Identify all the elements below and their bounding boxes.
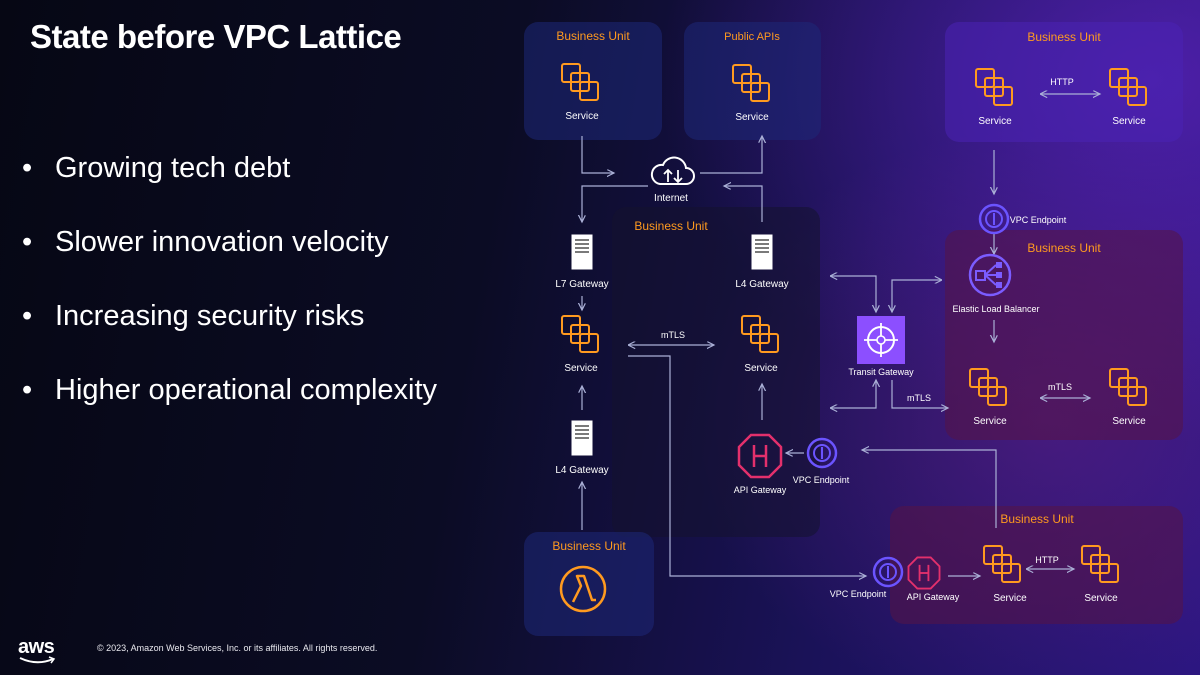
arrow-line (628, 355, 866, 576)
lambda-icon (559, 565, 607, 613)
api-gateway-icon (907, 556, 941, 590)
vpc-endpoint-label: VPC Endpoint (1009, 215, 1067, 225)
service-icon (969, 368, 1007, 406)
business-unit-label: Business Unit (552, 539, 626, 553)
arrow-line (862, 450, 997, 528)
business-unit-panel (612, 207, 820, 537)
aws-smile-icon (19, 656, 56, 664)
elb-label: Elastic Load Balancer (952, 304, 1040, 314)
service-icon (561, 63, 599, 101)
api-gateway-label: API Gateway (733, 485, 787, 495)
server-icon (751, 234, 773, 270)
service-icon (975, 68, 1013, 106)
http-label: HTTP (1050, 77, 1074, 87)
service-icon (1081, 545, 1119, 583)
arrow-line (581, 136, 614, 173)
arrow-line (582, 185, 648, 222)
mtls-label: mTLS (660, 330, 686, 340)
l4-gateway-label: L4 Gateway (555, 465, 609, 476)
arrow-line (724, 186, 763, 222)
bullet-item: •Increasing security risks (22, 300, 365, 332)
arrow-line (830, 276, 876, 312)
server-icon (571, 420, 593, 456)
business-unit-label: Business Unit (556, 29, 630, 43)
internet-cloud-icon (650, 156, 695, 185)
vpc-endpoint-icon (978, 203, 1010, 235)
business-unit-label: Business Unit (1027, 30, 1101, 44)
service-label: Service (978, 116, 1012, 127)
bullet-text: Higher operational complexity (55, 374, 438, 406)
bullet-text: Growing tech debt (55, 152, 291, 184)
transit-gateway-label: Transit Gateway (848, 367, 914, 377)
service-label: Service (564, 363, 598, 374)
bullet-item: •Slower innovation velocity (22, 226, 389, 258)
transit-gateway-icon (857, 316, 905, 364)
internet-label: Internet (654, 193, 688, 204)
bullet-text: Increasing security risks (55, 300, 365, 332)
service-label: Service (565, 111, 599, 122)
arrow-line (892, 280, 942, 312)
vpc-endpoint-label: VPC Endpoint (829, 589, 887, 599)
service-icon (741, 315, 779, 353)
business-unit-label: Business Unit (634, 219, 708, 233)
load-balancer-icon (968, 253, 1012, 297)
service-label: Service (1112, 116, 1146, 127)
l4-gateway-label: L4 Gateway (735, 279, 789, 290)
arrow-line (830, 380, 876, 408)
server-icon (571, 234, 593, 270)
service-icon (561, 315, 599, 353)
service-label: Service (735, 112, 769, 123)
vpc-endpoint-icon (806, 437, 838, 469)
business-unit-label: Business Unit (1027, 241, 1101, 255)
public-apis-panel (684, 22, 821, 140)
service-label: Service (744, 363, 778, 374)
mtls-label: mTLS (906, 393, 932, 403)
service-icon (983, 545, 1021, 583)
slide-title: State before VPC Lattice (30, 18, 402, 55)
service-icon (1109, 368, 1147, 406)
business-unit-label: Business Unit (1000, 512, 1074, 526)
service-label: Service (993, 593, 1027, 604)
business-unit-panel (524, 532, 654, 636)
service-label: Service (973, 416, 1007, 427)
api-gateway-icon (737, 433, 783, 479)
api-gateway-label: API Gateway (906, 592, 960, 602)
arrow-line (700, 136, 762, 174)
http-label: HTTP (1035, 555, 1059, 565)
mtls-label: mTLS (1047, 382, 1073, 392)
vpc-endpoint-icon (872, 556, 904, 588)
service-label: Service (1112, 416, 1146, 427)
arrow-line (891, 380, 948, 408)
service-icon (1109, 68, 1147, 106)
l7-gateway-label: L7 Gateway (555, 279, 609, 290)
bullet-item: •Higher operational complexity (22, 374, 438, 406)
copyright-text: © 2023, Amazon Web Services, Inc. or its… (97, 643, 378, 653)
bullet-text: Slower innovation velocity (55, 226, 389, 258)
service-icon (732, 64, 770, 102)
service-label: Service (1084, 593, 1118, 604)
aws-logo: aws (18, 636, 55, 658)
public-apis-label: Public APIs (724, 31, 780, 43)
bullet-item: •Growing tech debt (22, 152, 291, 184)
vpc-endpoint-label: VPC Endpoint (792, 475, 850, 485)
